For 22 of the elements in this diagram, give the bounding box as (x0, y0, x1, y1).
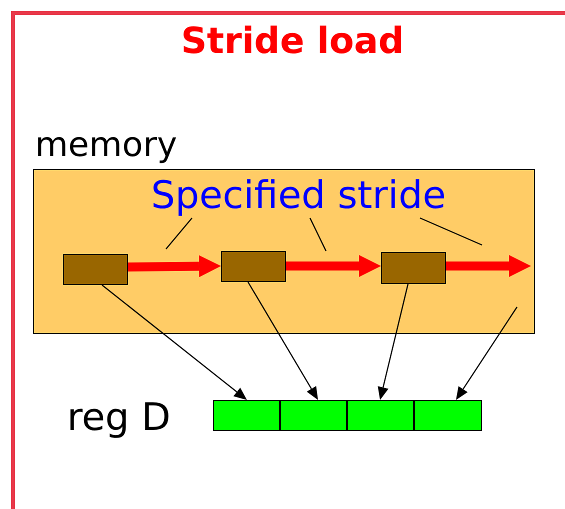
arrow (286, 255, 381, 277)
memory-element (381, 252, 446, 284)
leader-line (420, 217, 482, 246)
arrow (446, 255, 531, 277)
register-cell (347, 400, 414, 431)
register-label: reg D (67, 398, 171, 436)
arrow (128, 255, 221, 278)
arrow (102, 284, 247, 400)
leader-line (166, 218, 192, 250)
register-cell (280, 400, 347, 431)
register-cell (414, 400, 482, 431)
memory-element (63, 254, 128, 285)
arrow (456, 306, 518, 400)
section-heading: memory (35, 128, 178, 162)
arrow (247, 282, 318, 400)
leader-line (309, 218, 327, 252)
slide-title: Stride load (180, 24, 406, 60)
register-cell (213, 400, 280, 431)
memory-block (33, 169, 535, 334)
memory-element (221, 251, 286, 282)
annotation-text: Specified stride (140, 173, 457, 218)
arrow (378, 284, 409, 400)
